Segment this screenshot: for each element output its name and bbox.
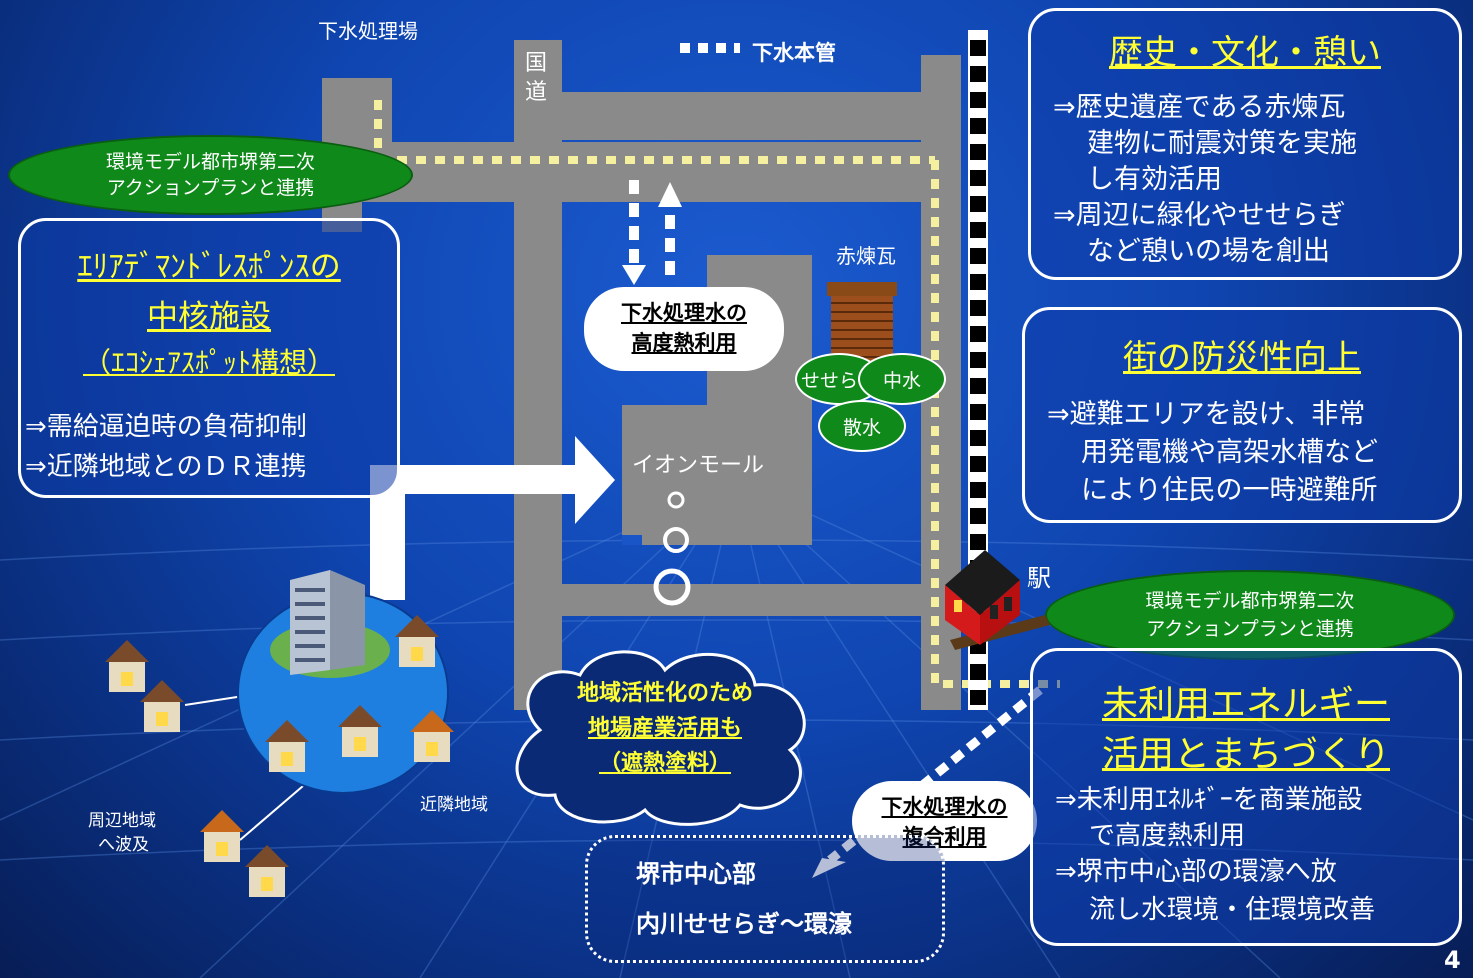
action-plan-left-line-2: アクションプランと連携 xyxy=(106,177,315,199)
cloud-line-1: 地域活性化のため xyxy=(576,681,753,706)
heat-utilization-line-1: 下水処理水の xyxy=(621,301,747,325)
aeon-mall-label: イオンモール xyxy=(632,453,765,478)
cloud-line-2: 地場産業活用も xyxy=(587,716,742,741)
cloud-shape xyxy=(515,650,806,826)
heat-utilization-line-2: 高度熱利用 xyxy=(631,331,737,355)
action-plan-bubble-right: 環境モデル都市堺第二次 アクションプランと連携 xyxy=(1045,570,1455,660)
sewer-main-legend-label: 下水本管 xyxy=(752,41,836,65)
unused-energy-line-4: 流し水環境・住環境改善 xyxy=(1089,895,1376,925)
unused-energy-box: 未利用エネルギー 活用とまちづくり ⇒未利用ｴﾈﾙｷﾞｰを商業施設 で高度熱利用… xyxy=(1030,648,1462,946)
national-road-label-2: 道 xyxy=(525,80,548,105)
history-culture-heading: 歴史・文化・憩い xyxy=(1109,33,1381,73)
brick-label: 赤煉瓦 xyxy=(836,244,896,268)
combined-use-line-1: 下水処理水の xyxy=(881,795,1008,819)
demand-response-box: ｴﾘｱﾃﾞﾏﾝﾄﾞﾚｽﾎﾟﾝｽの 中核施設 （ｴｺｼｪｱｽﾎﾟｯﾄ構想） ⇒需給… xyxy=(18,218,400,498)
station-building-icon xyxy=(940,545,1050,655)
demand-response-line-2: ⇒近隣地域とのＤＲ連携 xyxy=(25,452,307,482)
action-plan-right-line-1: 環境モデル都市堺第二次 xyxy=(1145,590,1355,612)
surrounding-area-label-2: へ波及 xyxy=(98,835,149,855)
road-lower-horizontal xyxy=(514,584,961,616)
residential-cluster-illustration xyxy=(105,570,454,897)
unused-energy-heading-2: 活用とまちづくり xyxy=(1101,734,1390,775)
sakai-center-box: 堺市中心部 内川せせらぎ～環濠 xyxy=(585,835,945,963)
nearby-area-label: 近隣地域 xyxy=(420,795,488,815)
history-culture-box: 歴史・文化・憩い ⇒歴史遺産である赤煉瓦 建物に耐震対策を実施 し有効活用 ⇒周… xyxy=(1028,8,1462,280)
cloud-text: 地域活性化のため 地場産業活用も （遮熱塗料） xyxy=(520,676,810,781)
sewage-plant-label: 下水処理場 xyxy=(318,19,418,43)
unused-energy-line-3: ⇒堺市中心部の環濠へ放 xyxy=(1055,857,1337,887)
sakai-center-line-1: 堺市中心部 xyxy=(636,860,756,888)
disaster-line-1: ⇒避難エリアを設け、非常 xyxy=(1047,399,1366,430)
disaster-prevention-box: 街の防災性向上 ⇒避難エリアを設け、非常 用発電機や高架水槽など により住民の一… xyxy=(1022,307,1462,523)
demand-response-heading-1: ｴﾘｱﾃﾞﾏﾝﾄﾞﾚｽﾎﾟﾝｽの xyxy=(77,249,341,285)
history-line-1: ⇒歴史遺産である赤煉瓦 xyxy=(1053,92,1346,123)
sansui-bubble: 散水 xyxy=(818,400,906,452)
cloud-line-3: （遮熱塗料） xyxy=(598,751,731,776)
nakamizu-bubble: 中水 xyxy=(858,353,946,405)
disaster-line-3: により住民の一時避難所 xyxy=(1081,475,1378,506)
sakai-center-line-2: 内川せせらぎ～環濠 xyxy=(636,910,852,938)
unused-energy-line-2: で高度熱利用 xyxy=(1089,821,1246,851)
action-plan-bubble-left: 環境モデル都市堺第二次 アクションプランと連携 xyxy=(8,135,413,215)
disaster-prevention-heading: 街の防災性向上 xyxy=(1123,338,1361,378)
surrounding-area-label-1: 周辺地域 xyxy=(88,811,156,831)
demand-response-line-1: ⇒需給逼迫時の負荷抑制 xyxy=(25,412,307,442)
disaster-line-2: 用発電機や高架水槽など xyxy=(1081,437,1378,468)
heat-utilization-pill: 下水処理水の 高度熱利用 xyxy=(584,287,784,371)
action-plan-right-line-2: アクションプランと連携 xyxy=(1146,618,1354,640)
house-icons xyxy=(105,615,454,897)
unused-energy-heading-1: 未利用エネルギー xyxy=(1101,684,1390,725)
demand-response-heading-2: 中核施設 xyxy=(147,299,271,335)
history-line-4: ⇒周辺に緑化やせせらぎ xyxy=(1053,200,1346,231)
road-upper-horizontal xyxy=(514,92,959,140)
demand-response-heading-3: （ｴｺｼｪｱｽﾎﾟｯﾄ構想） xyxy=(82,346,335,379)
history-line-3: し有効活用 xyxy=(1087,164,1222,195)
history-line-5: など憩いの場を創出 xyxy=(1087,236,1330,267)
national-road-label-1: 国 xyxy=(525,51,548,76)
history-line-2: 建物に耐震対策を実施 xyxy=(1087,128,1357,159)
action-plan-left-line-1: 環境モデル都市堺第二次 xyxy=(105,151,315,173)
station-label: 駅 xyxy=(1027,564,1051,592)
unused-energy-line-1: ⇒未利用ｴﾈﾙｷﾞｰを商業施設 xyxy=(1055,785,1363,815)
page-number: 4 xyxy=(1444,946,1461,974)
